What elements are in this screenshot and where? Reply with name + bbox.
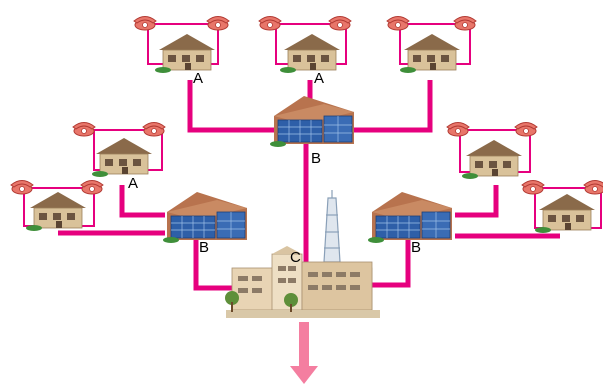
label-office-top: B bbox=[311, 150, 321, 167]
label-office-right: B bbox=[411, 239, 421, 256]
telephone-icon bbox=[142, 122, 166, 137]
telephone-icon bbox=[514, 122, 538, 137]
house-top-middle bbox=[279, 33, 341, 74]
network-lines bbox=[58, 80, 560, 291]
telephone-icon bbox=[328, 16, 352, 31]
telephone-icon bbox=[521, 180, 545, 195]
label-center: C bbox=[290, 249, 301, 266]
house-left-lower bbox=[25, 191, 87, 232]
label-house-top-left: A bbox=[193, 70, 203, 87]
label-office-left: B bbox=[199, 239, 209, 256]
house-left-upper bbox=[91, 137, 153, 178]
telephone-icon bbox=[453, 16, 477, 31]
telephone-icon bbox=[72, 122, 96, 137]
telephone-icon bbox=[446, 122, 470, 137]
telephone-icon bbox=[583, 180, 603, 195]
telephone-icon bbox=[133, 16, 157, 31]
office-building-left bbox=[162, 191, 248, 244]
telephone-icon bbox=[10, 180, 34, 195]
office-building-right bbox=[367, 191, 453, 244]
house-right-lower bbox=[534, 193, 596, 234]
telephone-icon bbox=[80, 180, 104, 195]
telephone-icon bbox=[206, 16, 230, 31]
house-top-right bbox=[399, 33, 461, 74]
label-house-top-middle: A bbox=[314, 70, 324, 87]
label-house-left: A bbox=[128, 175, 138, 192]
antenna-tower-icon bbox=[323, 190, 341, 263]
telephone-icon bbox=[386, 16, 410, 31]
house-right-upper bbox=[461, 139, 523, 180]
down-arrow-icon bbox=[290, 322, 318, 384]
office-building-top bbox=[269, 95, 355, 148]
telephone-icon bbox=[258, 16, 282, 31]
central-building-icon bbox=[225, 246, 380, 318]
house-top-left bbox=[154, 33, 216, 74]
